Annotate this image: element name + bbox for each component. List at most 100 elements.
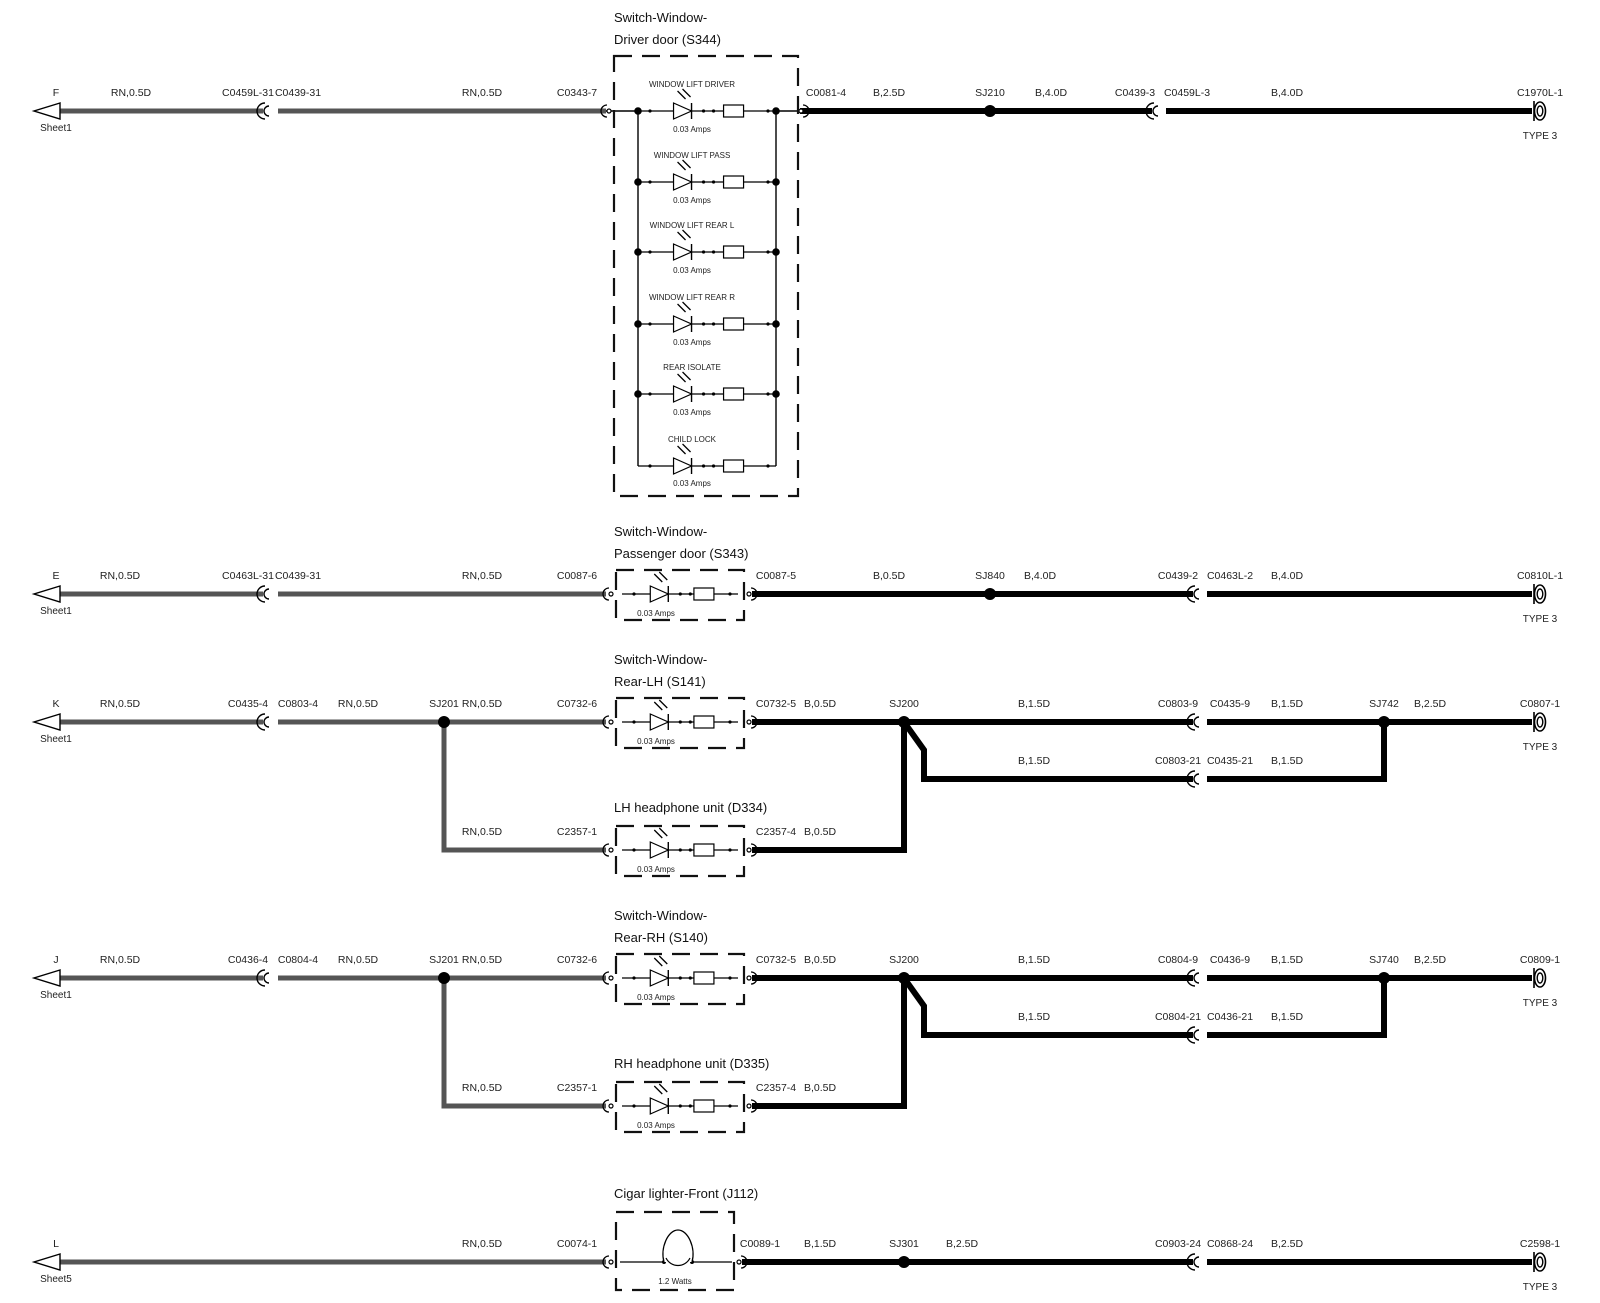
splice-sj210 xyxy=(984,105,996,117)
connector-arc xyxy=(1193,773,1200,785)
component-boundary-rect xyxy=(612,54,800,498)
component-boundary-rect xyxy=(614,568,746,622)
sheet-arrow-icon xyxy=(31,102,61,120)
wire-label: SJ210 xyxy=(975,87,1005,99)
pin-arc xyxy=(600,104,608,118)
pin-hole xyxy=(746,975,752,981)
component-boundary xyxy=(612,54,800,498)
wire-label: C0903-24 xyxy=(1155,1238,1201,1250)
led-diode xyxy=(649,969,670,987)
lead-dot xyxy=(648,109,652,113)
row-letter: K xyxy=(52,698,59,710)
connector-arc xyxy=(1193,588,1200,600)
component-rating: 0.03 Amps xyxy=(637,609,675,618)
splice-sj74x xyxy=(1378,716,1390,728)
component-boundary xyxy=(614,952,746,1006)
wire-label: C0803-4 xyxy=(278,698,318,710)
wire-label: C0804-4 xyxy=(278,954,318,966)
row-letter: E xyxy=(52,570,59,582)
wire-label: SJ200 xyxy=(889,954,919,966)
led-diode xyxy=(649,585,670,603)
lead-dot xyxy=(766,322,770,326)
component-rating: 0.03 Amps xyxy=(637,865,675,874)
led-rays xyxy=(677,229,691,241)
wire-label: B,1.5D xyxy=(804,1238,837,1250)
pin-hole xyxy=(608,1103,614,1109)
ground-eyelet-icon xyxy=(1533,1252,1547,1272)
wire-label: RN,0.5D xyxy=(462,954,503,966)
splice-sj201 xyxy=(438,972,450,984)
resistor xyxy=(693,587,715,601)
switch-node xyxy=(772,390,780,398)
led-resistor-icon xyxy=(638,229,776,261)
connector-arc xyxy=(1186,1253,1196,1271)
inline-connector-icon xyxy=(1186,713,1200,731)
wire-label: C0343-7 xyxy=(557,87,597,99)
power-wire xyxy=(441,978,606,1109)
component-title: Passenger door (S343) xyxy=(614,546,748,561)
lead-dot xyxy=(711,109,716,113)
lead-dot xyxy=(728,976,732,980)
wire-label: RN,0.5D xyxy=(338,954,379,966)
splice-sj201 xyxy=(438,716,450,728)
lead-dot xyxy=(711,250,716,254)
component-title: Switch-Window- xyxy=(614,524,707,539)
connector-arc xyxy=(256,713,266,731)
led-resistor-icon xyxy=(638,443,776,475)
wire-label: B,0.5D xyxy=(804,954,837,966)
wire-label: SJ201 xyxy=(429,954,459,966)
led-diode xyxy=(672,315,694,333)
wire-label: RN,0.5D xyxy=(462,826,503,838)
component-title: Driver door (S344) xyxy=(614,32,721,47)
switch-name: CHILD LOCK xyxy=(668,435,717,444)
resistor xyxy=(722,104,745,118)
lead-dot xyxy=(678,592,682,596)
wire-label: B,1.5D xyxy=(1271,954,1304,966)
lead-dot xyxy=(728,1104,732,1108)
component-pin-icon xyxy=(746,587,758,601)
lead-dot xyxy=(648,392,652,396)
ground-wire xyxy=(901,976,1193,1038)
splice-sj200 xyxy=(898,716,910,728)
ground-eyelet-icon xyxy=(1533,712,1547,732)
sheet-ref: Sheet5 xyxy=(40,1274,72,1285)
wire-label: B,2.5D xyxy=(1414,698,1447,710)
wire-label: C0439-31 xyxy=(275,570,321,582)
lead-dot xyxy=(678,976,682,980)
component-title: Rear-RH (S140) xyxy=(614,930,708,945)
switch-node xyxy=(772,320,780,328)
component-boundary xyxy=(614,1210,736,1292)
lead-dot xyxy=(632,1104,636,1108)
sheet-ref: Sheet1 xyxy=(40,123,72,134)
wire-label: B,1.5D xyxy=(1018,755,1051,767)
ground-type: TYPE 3 xyxy=(1523,614,1558,625)
lead-dot xyxy=(766,250,770,254)
lead-dot xyxy=(701,392,706,396)
pin-hole xyxy=(608,719,614,725)
row-letter: F xyxy=(53,87,59,99)
sheet-arrow-icon xyxy=(31,969,61,987)
component-pin-icon xyxy=(600,104,612,118)
wire-label: RN,0.5D xyxy=(462,698,503,710)
component-pin-icon xyxy=(746,715,758,729)
wire-label: C0810L-1 xyxy=(1517,570,1563,582)
inline-connector-icon xyxy=(1186,585,1200,603)
led-rays xyxy=(677,88,691,100)
wire-label: RN,0.5D xyxy=(462,87,503,99)
inline-connector-icon xyxy=(1186,770,1200,788)
pin-arc xyxy=(740,1255,748,1269)
component-boundary-rect xyxy=(614,824,746,878)
lead-dot xyxy=(688,592,692,596)
led-diode xyxy=(672,173,694,191)
lead-dot xyxy=(632,592,636,596)
lead-dot xyxy=(688,720,692,724)
headphone-title: LH headphone unit (D334) xyxy=(614,800,767,815)
splice-sj301 xyxy=(898,1256,910,1268)
inline-connector-icon xyxy=(1186,1026,1200,1044)
sheet-arrow-icon xyxy=(31,1253,61,1271)
power-wire xyxy=(441,722,606,853)
lead-dot xyxy=(688,976,692,980)
pin-hole xyxy=(746,1103,752,1109)
connector-arc xyxy=(256,969,266,987)
resistor xyxy=(693,843,715,857)
